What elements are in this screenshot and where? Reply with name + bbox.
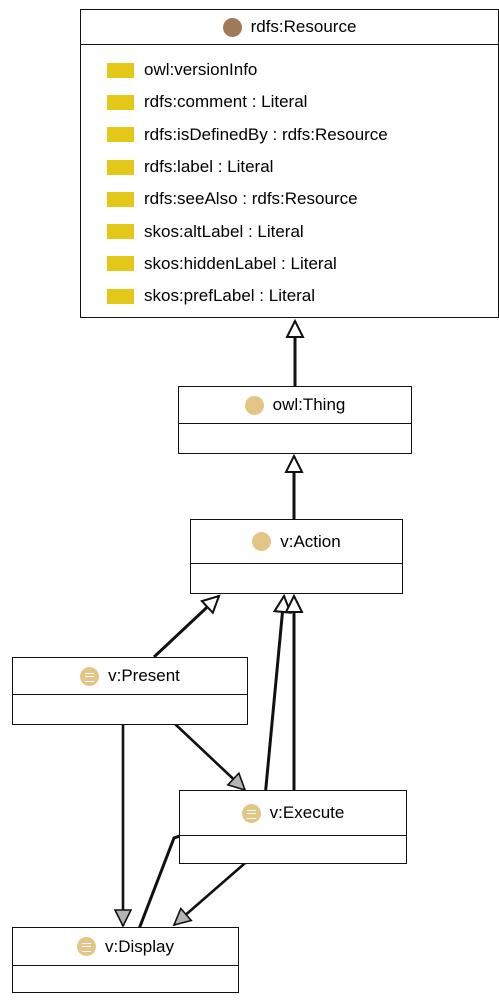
class-header-v-present: v:Present: [13, 658, 247, 695]
attribute-label: skos:hiddenLabel : Literal: [144, 253, 337, 273]
property-icon: [107, 191, 134, 207]
enumeration-icon: [77, 937, 97, 956]
property-icon: [107, 224, 134, 240]
subclass-edge-display-action: [127, 596, 284, 956]
property-icon: [107, 256, 134, 272]
attribute-list: owl:versionInfo rdfs:comment : Literal r…: [107, 54, 388, 312]
attribute-row[interactable]: skos:prefLabel : Literal: [107, 280, 388, 312]
class-header-owl-thing: owl:Thing: [179, 387, 411, 424]
attribute-label: rdfs:label : Literal: [144, 157, 274, 177]
attribute-label: owl:versionInfo: [144, 60, 258, 80]
property-icon: [107, 94, 134, 110]
attribute-label: rdfs:seeAlso : rdfs:Resource: [144, 189, 358, 209]
class-box-owl-thing[interactable]: owl:Thing: [178, 386, 412, 454]
resource-icon: [222, 17, 242, 37]
class-box-v-action[interactable]: v:Action: [190, 519, 403, 594]
class-header-rdfs-resource: rdfs:Resource: [81, 10, 498, 45]
class-box-v-present[interactable]: v:Present: [12, 657, 248, 725]
property-icon: [107, 127, 134, 143]
class-icon: [252, 532, 272, 551]
class-name: rdfs:Resource: [250, 17, 357, 36]
subclass-edge-present-action: [152, 596, 219, 659]
attribute-row[interactable]: rdfs:isDefinedBy : rdfs:Resource: [107, 119, 388, 151]
property-icon: [107, 159, 134, 175]
class-box-rdfs-resource[interactable]: rdfs:Resource owl:versionInfo rdfs:comme…: [80, 9, 499, 318]
attribute-row[interactable]: rdfs:comment : Literal: [107, 86, 388, 118]
class-name: v:Execute: [269, 803, 345, 822]
enumeration-icon: [241, 803, 261, 823]
class-box-v-display[interactable]: v:Display: [12, 927, 239, 993]
attribute-row[interactable]: owl:versionInfo: [107, 54, 388, 86]
attribute-row[interactable]: rdfs:seeAlso : rdfs:Resource: [107, 183, 388, 215]
attribute-label: rdfs:comment : Literal: [144, 92, 308, 112]
property-icon: [107, 288, 134, 304]
attribute-label: skos:prefLabel : Literal: [144, 286, 316, 306]
class-header-v-execute: v:Execute: [180, 791, 406, 836]
property-icon: [107, 62, 134, 78]
class-name: v:Present: [108, 666, 180, 685]
enumeration-icon: [80, 666, 100, 686]
attribute-row[interactable]: rdfs:label : Literal: [107, 151, 388, 183]
class-icon: [244, 395, 264, 415]
class-name: owl:Thing: [272, 395, 346, 414]
attribute-label: skos:altLabel : Literal: [144, 221, 304, 241]
attribute-row[interactable]: skos:altLabel : Literal: [107, 215, 388, 247]
class-header-v-display: v:Display: [13, 928, 238, 966]
relation-edge-execute-display: [172, 845, 263, 927]
attribute-row[interactable]: skos:hiddenLabel : Literal: [107, 248, 388, 280]
class-box-v-execute[interactable]: v:Execute: [179, 790, 407, 864]
relation-edge-present-execute: [155, 704, 247, 792]
class-name: v:Action: [280, 531, 341, 551]
class-name: v:Display: [105, 936, 174, 956]
class-header-v-action: v:Action: [191, 520, 402, 564]
attribute-label: rdfs:isDefinedBy : rdfs:Resource: [144, 124, 388, 144]
